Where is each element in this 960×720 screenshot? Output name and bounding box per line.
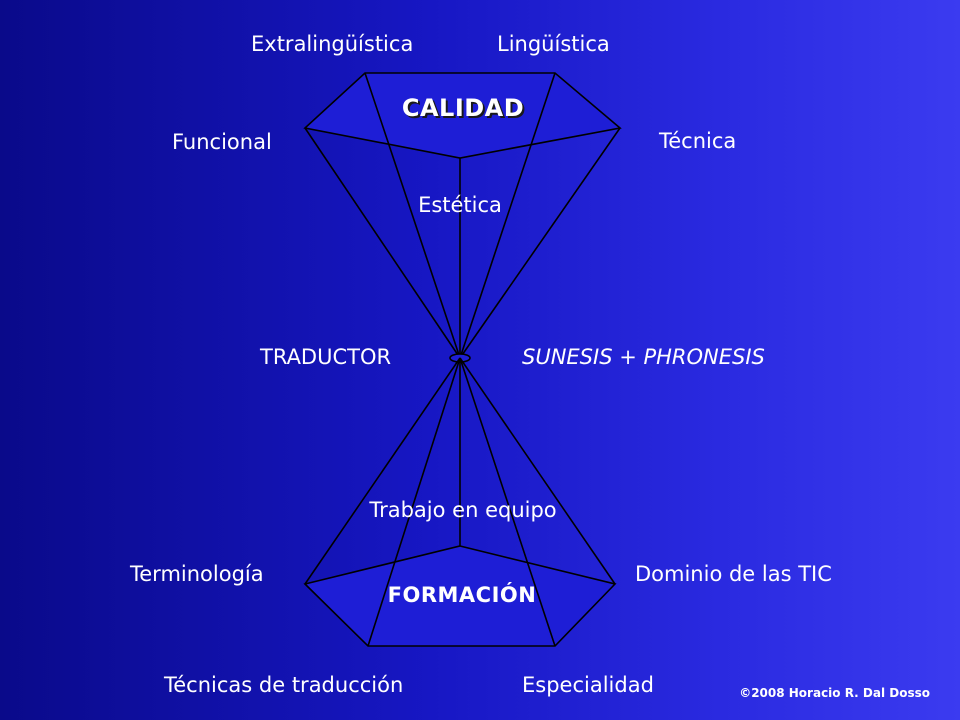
label-tecnica: Técnica <box>659 129 737 153</box>
calidad-title: CALIDAD <box>401 94 525 122</box>
top-edge-line <box>459 72 556 359</box>
label-trabajo-equipo: Trabajo en equipo <box>369 498 557 522</box>
top-edge-line <box>459 127 621 359</box>
bottom-edge-line <box>367 357 461 647</box>
label-estetica: Estética <box>418 193 502 217</box>
top-hexagon <box>303 72 622 159</box>
label-tecnicas-traduccion: Técnicas de traducción <box>164 673 404 697</box>
formacion-title: FORMACIÓN <box>387 583 537 607</box>
label-especialidad: Especialidad <box>522 673 654 697</box>
bottom-edge-line <box>304 357 461 585</box>
label-traductor: TRADUCTOR <box>260 345 392 369</box>
label-dominio-tic: Dominio de las TIC <box>635 562 832 586</box>
label-extralinguistica: Extralingüística <box>251 32 414 56</box>
bottom-edge-line <box>459 357 556 647</box>
top-edge-line <box>364 72 461 359</box>
label-sunesis-phronesis: SUNESIS + PHRONESIS <box>522 345 765 369</box>
copyright-notice: ©2008 Horacio R. Dal Dosso <box>739 686 930 700</box>
top-edge-line <box>304 127 461 359</box>
label-linguistica: Lingüística <box>497 32 610 56</box>
bottom-edge-line <box>459 357 616 585</box>
label-funcional: Funcional <box>172 130 272 154</box>
bottom-hexagon <box>303 545 617 647</box>
label-terminologia: Terminología <box>130 562 264 586</box>
